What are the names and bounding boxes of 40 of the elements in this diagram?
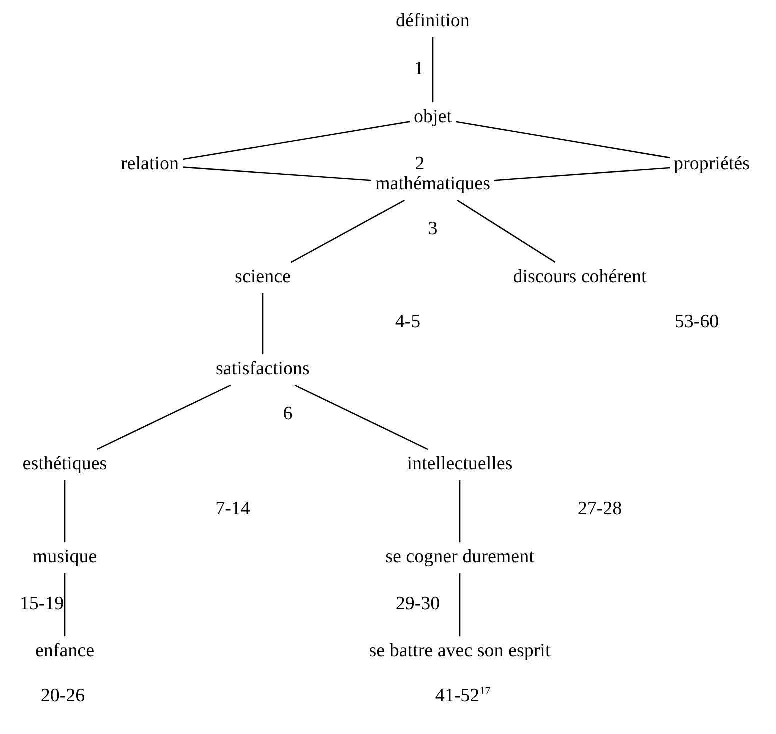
- reference-number: 4-5: [395, 312, 421, 334]
- reference-number: 3: [428, 220, 438, 240]
- node-label: relation: [120, 154, 180, 176]
- node-label: discours cohérent: [513, 268, 647, 288]
- connector-line: [262, 293, 264, 355]
- connector-line: [459, 480, 461, 543]
- node-label: science: [235, 268, 291, 288]
- reference-number: 15-19: [20, 594, 64, 616]
- reference-number: 6: [283, 404, 293, 426]
- connector-line: [432, 37, 434, 103]
- connector-line: [64, 480, 66, 543]
- node-label: esthétiques: [22, 454, 108, 476]
- node-label: se cogner durement: [386, 548, 534, 568]
- reference-number: 53-60: [674, 312, 720, 334]
- node-label: satisfactions: [216, 360, 310, 380]
- reference-number: 2: [415, 154, 425, 176]
- connector-line: [290, 200, 406, 264]
- node-label: définition: [396, 12, 470, 32]
- node-label: enfance: [35, 642, 95, 662]
- connector-line: [457, 200, 556, 264]
- connector-line: [182, 166, 372, 182]
- reference-number: 20-26: [40, 686, 86, 708]
- reference-number: 27-28: [578, 500, 622, 520]
- node-label: objet: [414, 108, 452, 128]
- node-label: mathématiques: [375, 174, 491, 196]
- reference-number: 7-14: [216, 500, 250, 520]
- node-label: musique: [32, 548, 98, 568]
- node-label: propriétés: [674, 154, 750, 176]
- reference-number: 29-30: [396, 594, 440, 616]
- node-label: se battre avec son esprit: [369, 642, 551, 662]
- connector-line: [459, 573, 461, 637]
- connector-line: [64, 573, 66, 637]
- connector-line: [494, 167, 670, 182]
- connector-line: [182, 121, 410, 160]
- connector-line: [96, 384, 232, 450]
- connector-line: [294, 384, 428, 450]
- connector-line: [456, 121, 670, 159]
- reference-number: 41-52$^{17}$: [435, 686, 491, 708]
- reference-number: 1: [414, 60, 424, 80]
- node-label: intellectuelles: [407, 454, 513, 476]
